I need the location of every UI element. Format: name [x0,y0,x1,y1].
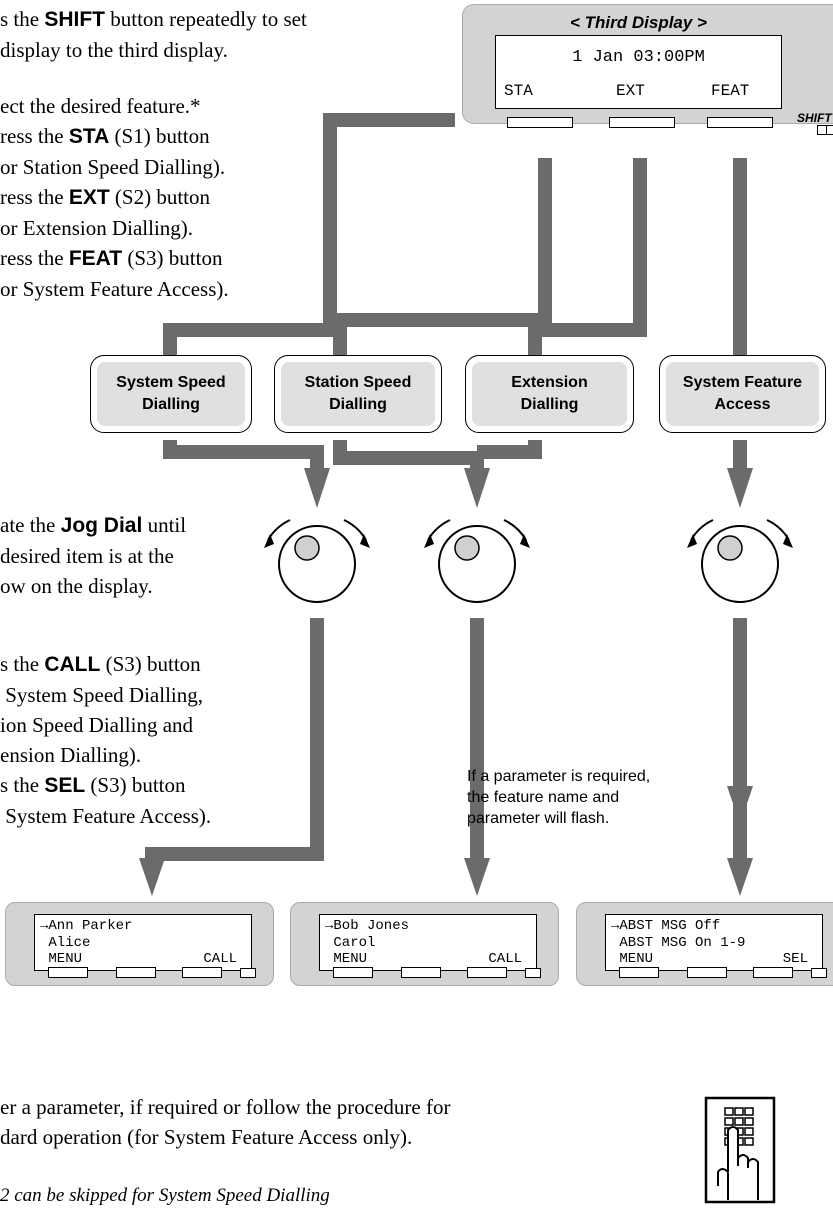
menu-button[interactable] [619,967,659,978]
shift-button[interactable] [811,968,827,978]
softkey-label-ext: EXT [616,82,645,100]
softkey-label-menu: MENU [611,951,654,967]
connector-dial-1-to-display-1 [145,618,324,861]
sel-button[interactable] [753,967,793,978]
lcd-line-1: →Ann Parker [40,918,133,934]
arrowhead-display-1 [139,858,165,896]
softkey-label-sta: STA [504,82,533,100]
step-1-text: s the SHIFT button repeatedly to set dis… [0,7,307,62]
shift-button[interactable] [525,968,541,978]
softkey-label-sel: SEL [782,951,808,967]
third-display-title: < Third Display > [570,13,707,32]
dialpad-hand-icon [704,1096,776,1204]
shift-button[interactable] [240,968,256,978]
middle-button[interactable] [116,967,156,978]
third-display-lcd: 1 Jan 03:00PM STA EXT FEAT [495,35,782,109]
arrowhead-dial-2 [464,468,490,508]
jog-dial-icon [424,519,530,603]
lcd-system-feature: →ABST MSG Off ABST MSG On 1-9 MENU SEL [605,914,823,971]
arrowhead-keypad [727,786,753,824]
lcd-line-2: ABST MSG On 1-9 [611,935,746,951]
connector-station-speed-to-dial-2 [333,440,484,470]
call-button[interactable] [467,967,507,978]
arrowhead-display-2 [464,858,490,896]
lcd-line-2: Carol [325,935,376,951]
call-button[interactable] [182,967,222,978]
flash-note: If a parameter is required, the feature … [467,768,651,827]
display-station-speed: →Bob Jones Carol MENU CALL [290,902,559,986]
step-5-text: er a parameter, if required or follow th… [0,1095,451,1149]
lcd-line-2: Alice [40,935,91,951]
softkey-label-call: CALL [488,951,522,967]
menu-button[interactable] [48,967,88,978]
jog-dial-icon [264,519,370,603]
step-3-text: ate the Jog Dial until desired item is a… [0,513,187,598]
display-datetime: 1 Jan 03:00PM [572,48,705,67]
arrowhead-dial-1 [304,468,330,508]
menu-button[interactable] [333,967,373,978]
step-2-text: ect the desired feature.* ress the STA (… [0,94,229,301]
softkey-label-menu: MENU [325,951,368,967]
connector-display-to-system-speed [163,113,455,362]
connector-extension-to-dial-2 [477,440,542,459]
middle-button[interactable] [687,967,727,978]
connector-sta-to-station-speed [333,158,552,362]
lcd-line-1: →Bob Jones [325,918,410,934]
middle-button[interactable] [401,967,441,978]
shift-label: SHIFT [797,111,832,125]
display-system-speed: →Ann Parker Alice MENU CALL [5,902,274,986]
arrowhead-dial-3 [727,468,753,508]
footnote: 2 can be skipped for System Speed Dialli… [0,1185,330,1206]
feat-button[interactable] [707,117,773,128]
ext-button[interactable] [609,117,675,128]
connector-ext-to-extension [528,158,647,362]
arrowhead-display-3 [727,858,753,896]
sta-button[interactable] [507,117,573,128]
step-4-text: s the CALL (S3) button System Speed Dial… [0,652,212,828]
jog-dial-icon [687,519,793,603]
third-display-panel: < Third Display > 1 Jan 03:00PM STA EXT … [462,4,833,135]
softkey-label-feat: FEAT [711,82,750,100]
shift-button-2[interactable] [826,125,833,135]
connector-system-speed-to-dial-1 [163,440,324,470]
lcd-system-speed: →Ann Parker Alice MENU CALL [34,914,252,971]
lcd-station-speed: →Bob Jones Carol MENU CALL [319,914,537,971]
display-system-feature: →ABST MSG Off ABST MSG On 1-9 MENU SEL [576,902,833,986]
lcd-line-1: →ABST MSG Off [611,918,721,934]
softkey-label-menu: MENU [40,951,83,967]
softkey-label-call: CALL [203,951,237,967]
